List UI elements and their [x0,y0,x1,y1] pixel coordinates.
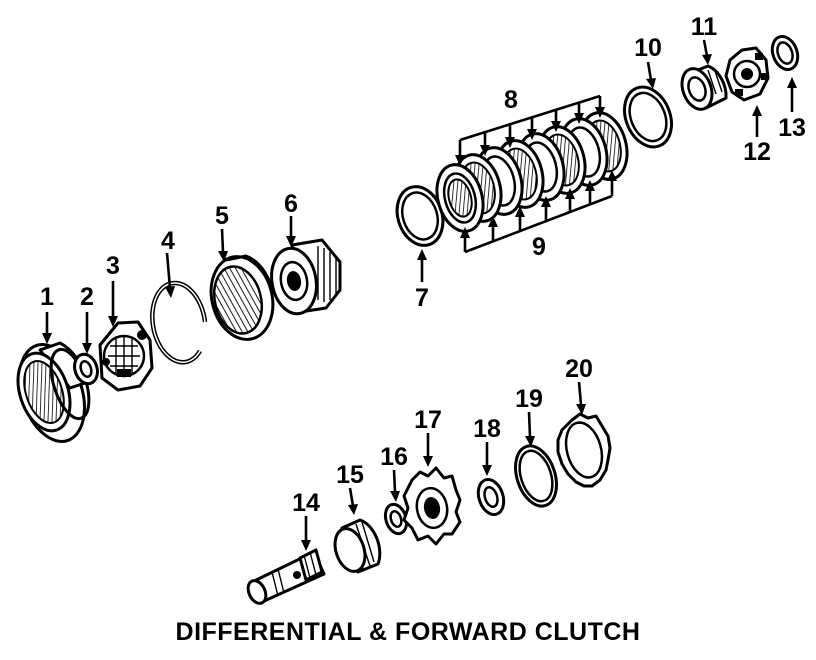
part-17-gear [402,466,462,546]
callout-4: 4 [161,227,175,255]
callout-14: 14 [292,489,320,517]
part-18-ring [476,477,506,517]
callout-13: 13 [778,114,806,142]
callout-19: 19 [515,385,543,413]
callout-20: 20 [565,355,593,383]
callout-17: 17 [414,406,442,434]
part-6-hub [270,238,342,316]
callout-2: 2 [80,283,94,311]
part-20-toothed-ring [556,412,612,488]
part-10-ring [623,85,673,149]
part-1-bearing-drum [16,341,91,443]
callout-16: 16 [380,443,408,471]
part-11-bearing [680,64,728,111]
part-5-ring-gear [209,254,275,341]
part-15-needle-bearing [333,518,382,574]
callout-1: 1 [40,283,54,311]
part-14-shaft [246,548,326,605]
diagram-title: DIFFERENTIAL & FORWARD CLUTCH [175,618,641,646]
callout-9: 9 [532,233,546,261]
part-4-snap-ring [150,280,208,365]
part-19-ring [514,444,558,508]
part-8-9-clutch-pack [435,94,629,254]
callout-8: 8 [504,86,518,114]
callout-11: 11 [691,13,718,41]
callout-7: 7 [415,284,429,312]
callout-10: 10 [634,34,662,62]
callout-15: 15 [336,461,364,489]
part-7-ring [395,185,445,247]
part-2-washer [73,352,99,386]
part-12-plate [724,46,770,102]
leader-arrows [42,39,797,551]
callout-5: 5 [215,202,229,230]
callout-3: 3 [106,252,120,280]
part-3-carrier [98,320,154,392]
callout-12: 12 [743,138,771,166]
callout-18: 18 [473,415,501,443]
part-13-ring [770,35,800,71]
callout-6: 6 [284,190,298,218]
callout-labels: 1 2 3 4 5 6 7 8 9 10 11 12 13 14 15 16 1… [40,13,806,517]
